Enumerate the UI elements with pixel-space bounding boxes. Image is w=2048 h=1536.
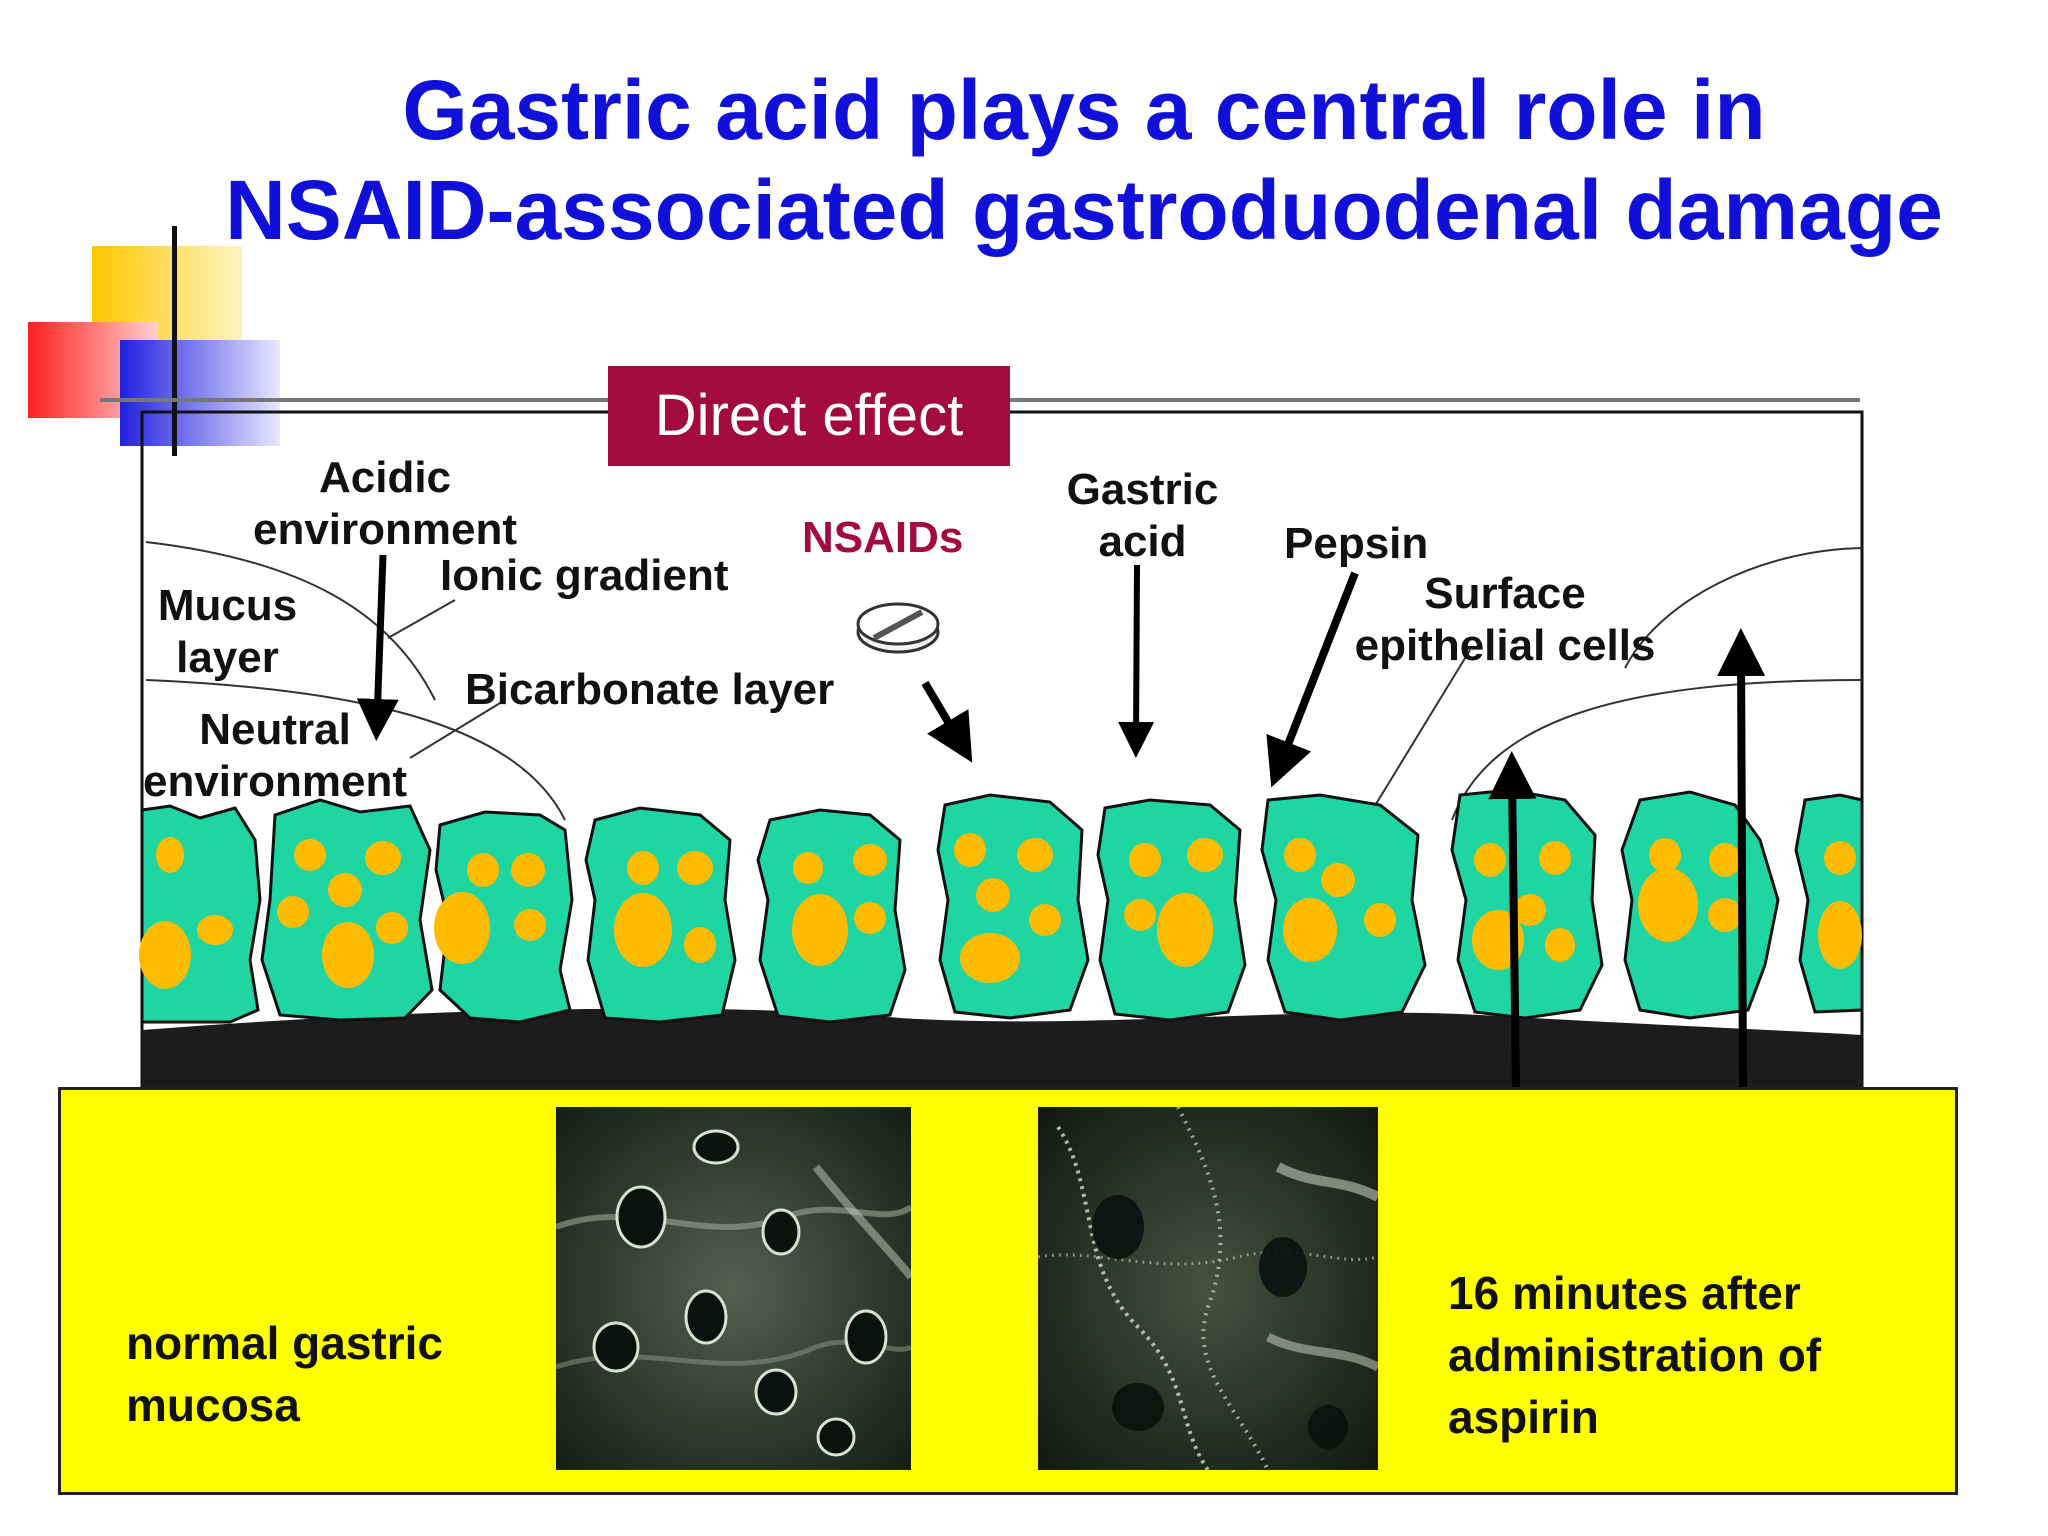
label-mucus-line2: layer: [176, 633, 279, 682]
label-surface-cells: Surface epithelial cells: [1320, 568, 1690, 672]
label-neutral-line1: Neutral: [199, 705, 351, 754]
arrow-up-right: [1717, 628, 1766, 1091]
arrow-pepsin: [1266, 571, 1359, 788]
label-pepsin: Pepsin: [1284, 519, 1429, 568]
granule: [1284, 838, 1316, 872]
granule: [197, 915, 233, 945]
granule: [1708, 898, 1742, 932]
epithelial-cell: [1260, 793, 1427, 1022]
granule: [1321, 863, 1355, 897]
granule: [960, 933, 1020, 983]
granule: [1638, 868, 1698, 942]
label-acidic: Acidic environment: [210, 452, 560, 556]
label-mucus: Mucus layer: [140, 580, 315, 684]
label-acidic-line1: Acidic: [318, 453, 452, 502]
arrow-up-left: [1488, 751, 1537, 1091]
title-line-2: NSAID-associated gastroduodenal damage: [225, 163, 1943, 257]
granule: [1364, 903, 1396, 937]
granule: [1017, 838, 1053, 872]
cell-granules: [139, 833, 1862, 989]
granule: [1824, 841, 1856, 875]
granule: [1514, 894, 1546, 926]
comparison-panel: [58, 1087, 1958, 1495]
right-bicarb-line: [1451, 679, 1863, 821]
granule: [684, 927, 716, 963]
granule: [1539, 841, 1571, 875]
granule: [328, 873, 362, 907]
granule: [376, 912, 408, 944]
caption-aspirin-line1: 16 minutes after: [1448, 1267, 1801, 1319]
label-neutral: Neutral environment: [115, 704, 435, 808]
granule: [1124, 899, 1156, 931]
granule: [1818, 901, 1862, 969]
granule: [511, 853, 545, 887]
label-ionic-gradient: Ionic gradient: [440, 551, 729, 600]
label-gastric-line1: Gastric: [1066, 465, 1219, 514]
micrograph-normal: [556, 1107, 911, 1470]
granule: [1283, 898, 1337, 962]
granule: [1545, 928, 1575, 962]
granule: [1157, 893, 1213, 967]
granule: [156, 837, 184, 873]
label-nsaids: NSAIDs: [802, 513, 964, 562]
granule: [467, 853, 499, 887]
pointer-ionic: [387, 599, 456, 639]
caption-normal: normal gastric mucosa: [126, 1312, 443, 1436]
decor-blue-square: [120, 340, 280, 446]
granule: [1474, 843, 1506, 877]
granule: [277, 896, 309, 928]
bicarbonate-boundary-line: [145, 679, 566, 821]
granule: [793, 852, 823, 884]
granule: [514, 909, 546, 941]
label-bicarbonate: Bicarbonate layer: [465, 665, 835, 714]
granule: [1709, 843, 1741, 877]
granule: [614, 893, 672, 967]
epithelial-cell: [1794, 793, 1864, 1014]
pointer-surface-cells: [1364, 649, 1471, 823]
granule: [322, 922, 374, 988]
arrow-nsaids: [921, 680, 973, 763]
granule: [976, 878, 1010, 912]
granule: [627, 851, 659, 885]
micrograph-aspirin: [1038, 1107, 1378, 1470]
label-acidic-line2: environment: [252, 505, 518, 554]
granule: [677, 851, 713, 885]
mucus-boundary-line: [145, 541, 436, 701]
direct-effect-banner: Direct effect: [608, 366, 1010, 466]
label-surface-line2: epithelial cells: [1354, 621, 1656, 670]
granule: [365, 841, 401, 875]
caption-aspirin: 16 minutes after administration of aspir…: [1448, 1262, 1821, 1448]
granule: [294, 839, 326, 871]
caption-normal-line2: mucosa: [126, 1379, 300, 1431]
right-mucus-line: [1624, 547, 1863, 669]
granule: [954, 833, 986, 867]
granule: [1187, 838, 1223, 872]
granule: [1029, 904, 1061, 936]
pointer-bicarbonate: [409, 699, 506, 759]
label-gastric-acid: Gastric acid: [1040, 464, 1245, 568]
granule: [1649, 838, 1681, 872]
basement-membrane: [142, 1008, 1862, 1092]
label-surface-line1: Surface: [1424, 569, 1586, 618]
decor-vertical-line: [172, 226, 177, 456]
label-mucus-line1: Mucus: [157, 581, 298, 630]
label-neutral-line2: environment: [142, 757, 408, 806]
granule: [139, 921, 191, 989]
granule: [854, 902, 886, 934]
caption-aspirin-line3: aspirin: [1448, 1391, 1599, 1443]
title-line-1: Gastric acid plays a central role in: [402, 63, 1766, 157]
granule: [792, 894, 848, 966]
tablet-icon: [856, 602, 940, 654]
granule: [853, 844, 887, 876]
label-gastric-line2: acid: [1098, 517, 1187, 566]
epithelial-cell: [140, 804, 262, 1024]
granule: [434, 892, 490, 964]
caption-aspirin-line2: administration of: [1448, 1329, 1822, 1381]
caption-normal-line1: normal gastric: [126, 1317, 443, 1369]
arrow-acidic: [356, 554, 399, 741]
arrow-gastric-acid: [1118, 564, 1155, 758]
granule: [1129, 843, 1161, 877]
epithelial-cell: [936, 793, 1090, 1020]
